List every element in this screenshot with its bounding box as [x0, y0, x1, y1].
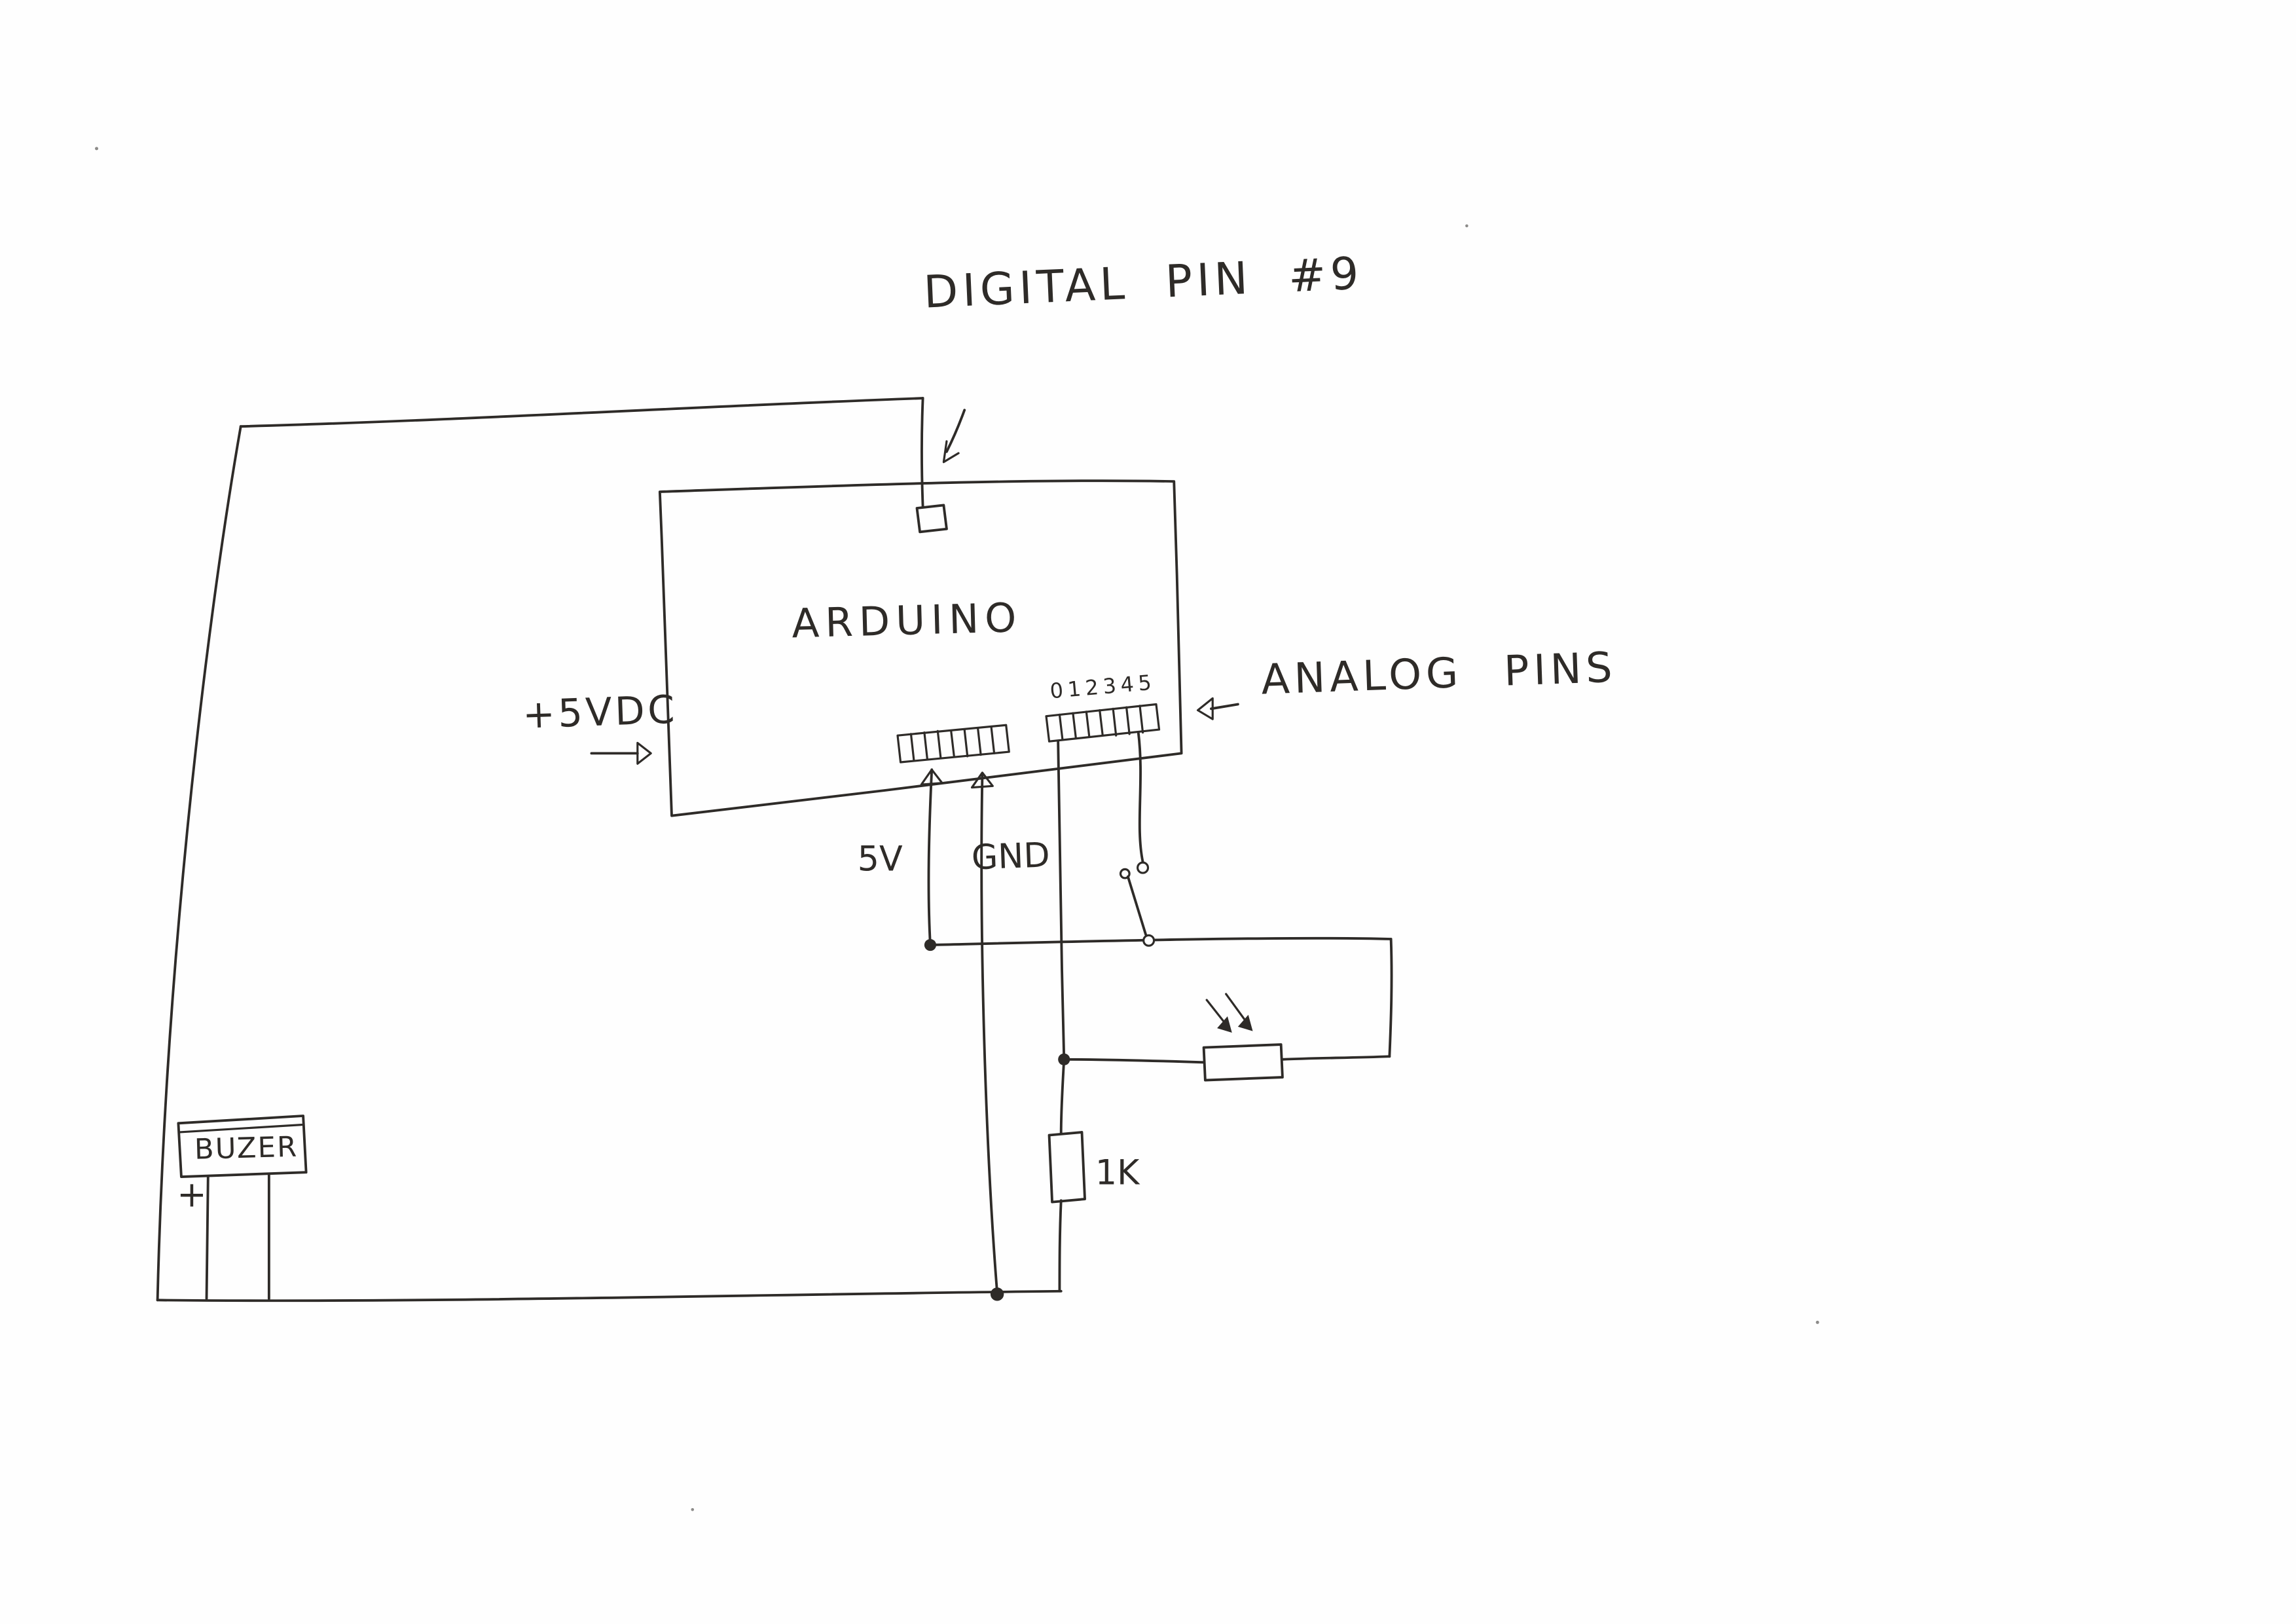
buzzer-leads	[205, 1172, 270, 1301]
buzzer-polarity-label: +	[177, 1173, 207, 1215]
wire-pin9-riser	[920, 397, 924, 508]
resistor-value-label: 1K	[1095, 1153, 1140, 1192]
wire-5v-drop	[927, 768, 934, 947]
arduino-board: ARDUINO	[658, 479, 1183, 817]
wire-analog-riser	[1057, 740, 1066, 1061]
wire-ground-rail	[156, 1289, 1063, 1302]
supply-arrow-head	[636, 741, 652, 765]
wires	[156, 397, 1393, 1302]
buzzer-box	[177, 1115, 308, 1178]
junctions	[924, 938, 1070, 1301]
analog-pins-arrow-shaft	[1210, 703, 1239, 710]
wire-resistor-bottom	[1058, 1199, 1063, 1293]
paper-speck	[691, 1508, 695, 1511]
paper-speck	[1465, 224, 1468, 228]
wire-top	[239, 397, 924, 428]
junction-dot-5v	[924, 938, 937, 951]
photoresistor	[1202, 993, 1284, 1082]
wire-ldr-right	[1281, 1055, 1391, 1061]
analog-header-pins	[1058, 705, 1144, 741]
analog-pins-arrow-head	[1196, 697, 1214, 720]
resistor-1k: 1K	[1048, 1131, 1140, 1204]
ground-label: GND	[971, 836, 1051, 877]
analog-pins-label: ANALOG PINS	[1260, 643, 1617, 704]
digital-pin9-pad	[915, 504, 948, 534]
paper-speck	[95, 147, 99, 151]
digital-pin9-label: DIGITAL PIN #9	[922, 248, 1364, 318]
wire-5v-right-drop	[1388, 938, 1393, 1058]
ground-arrow-head	[970, 771, 994, 789]
analog-pin-numbers: 012345	[1049, 671, 1157, 703]
analog-header-outline	[1045, 703, 1161, 743]
buzzer: BUZER +	[177, 1115, 308, 1301]
arduino-outline	[658, 479, 1183, 817]
photoresistor-body	[1202, 1043, 1284, 1082]
annotations: DIGITAL PIN #9 +5VDC ANALOG PINS 5V GND	[522, 248, 1617, 879]
light-arrow-heads	[1217, 1014, 1253, 1033]
wire-gnd-drop	[980, 774, 999, 1294]
supply-label: +5VDC	[522, 687, 678, 737]
switch-terminal-bottom	[1142, 934, 1156, 947]
wire-left	[156, 425, 242, 1302]
wire-resistor-top	[1059, 1058, 1066, 1135]
wire-5v-bus	[929, 936, 1393, 947]
digital-pin9-arrow-head	[942, 440, 960, 464]
wire-ldr-left	[1063, 1058, 1205, 1064]
digital-pin9-arrow-shaft	[945, 409, 966, 453]
five-volts-arrow-head	[920, 768, 943, 786]
arduino-label: ARDUINO	[791, 595, 1023, 647]
power-header	[896, 724, 1010, 764]
paper-speck	[1815, 1320, 1819, 1324]
switch	[1119, 731, 1156, 947]
switch-wire	[1137, 731, 1144, 863]
paper-specks	[95, 147, 1819, 1511]
switch-terminal-top	[1137, 861, 1150, 874]
junction-dot-gnd-rail	[990, 1287, 1004, 1301]
resistor-body	[1048, 1131, 1086, 1204]
buzzer-box-doubled-stroke	[179, 1124, 303, 1134]
switch-lever	[1126, 875, 1148, 936]
five-volts-label: 5V	[858, 840, 903, 879]
junction-dot-analog	[1058, 1053, 1070, 1065]
analog-header: 012345	[1045, 671, 1161, 743]
buzzer-label: BUZER	[194, 1131, 299, 1166]
power-header-pins	[909, 725, 996, 762]
power-header-outline	[896, 724, 1010, 764]
